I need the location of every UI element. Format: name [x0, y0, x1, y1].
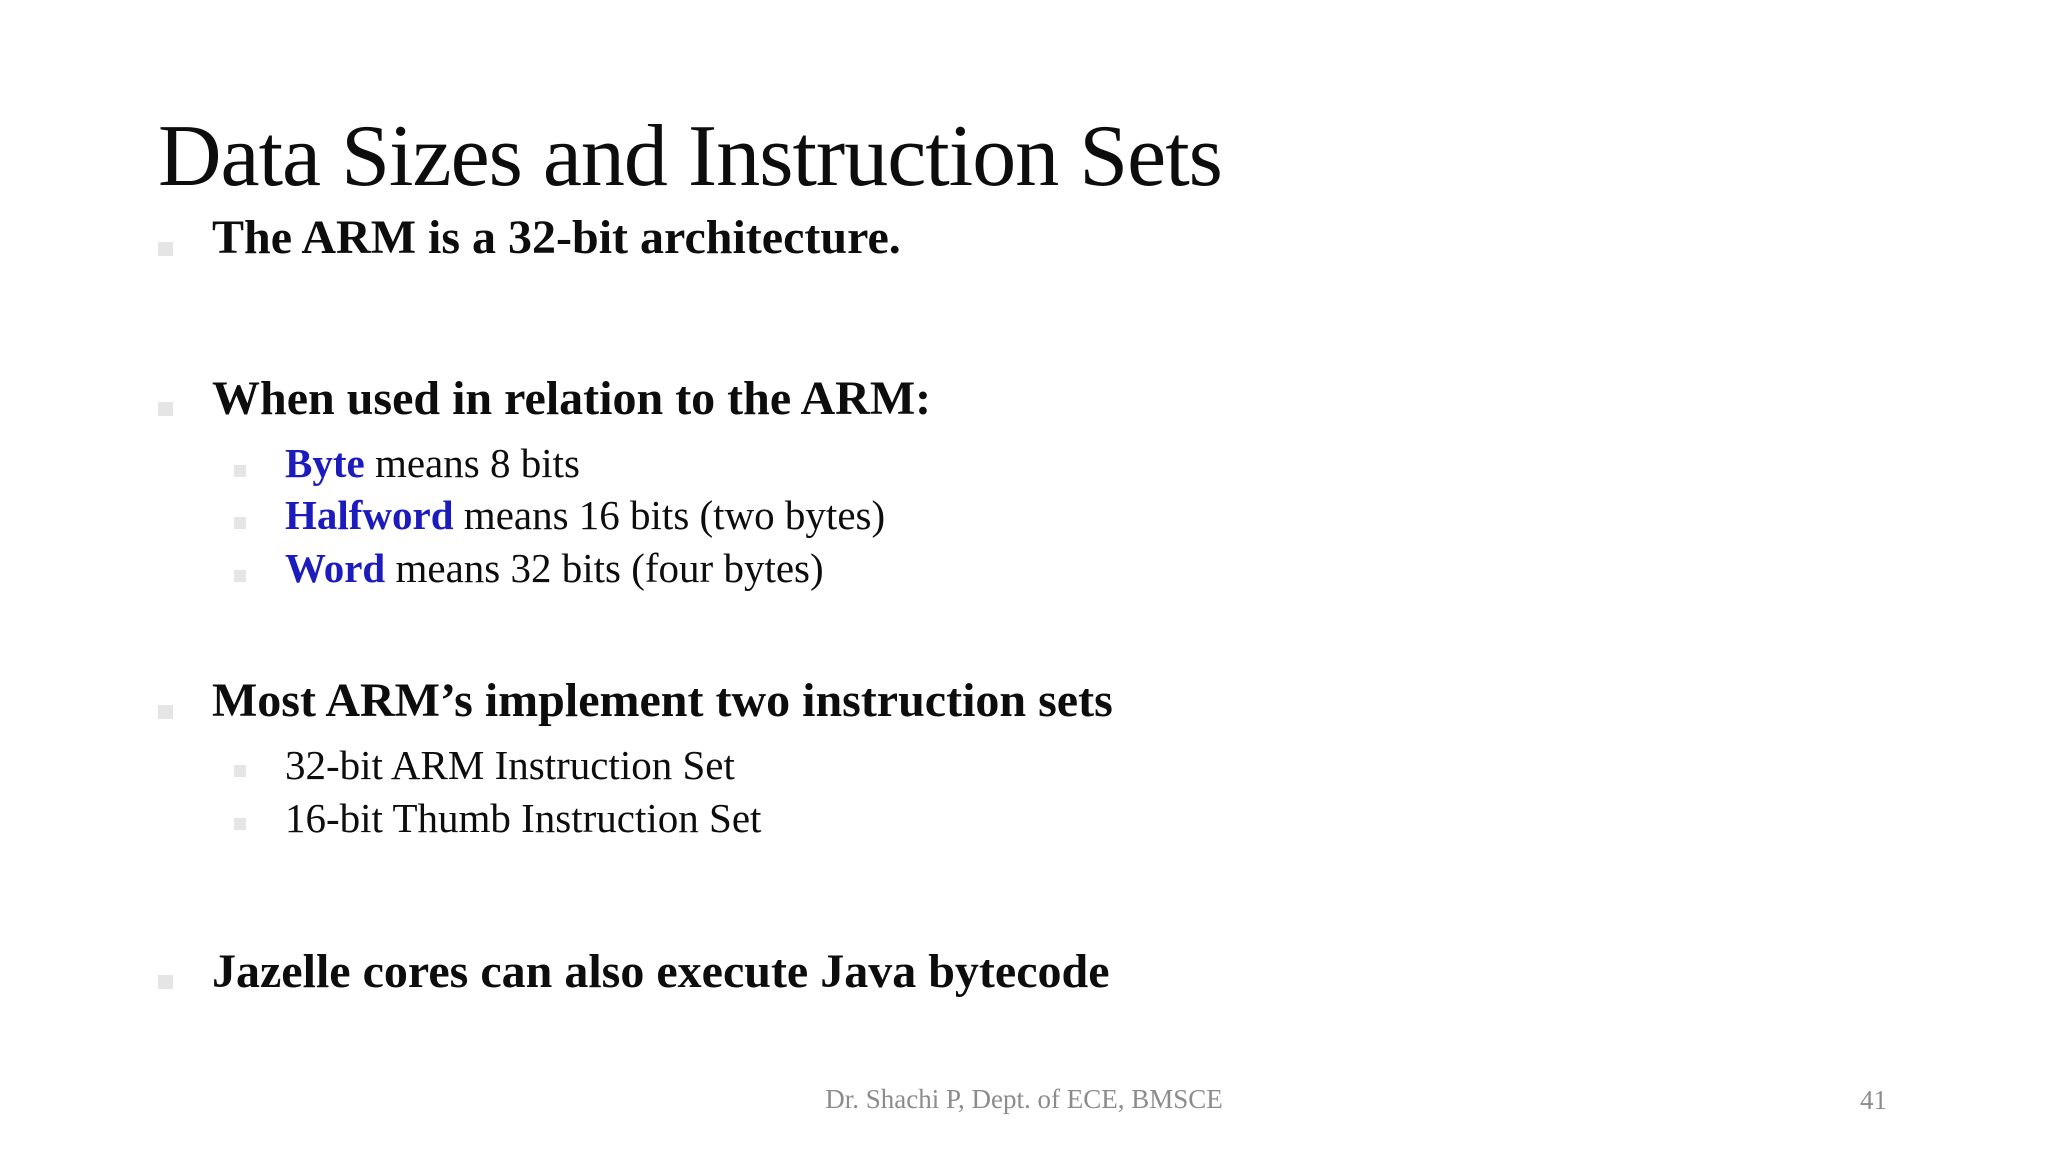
bullet-marker	[234, 818, 246, 830]
sub-bullet-halfword: Halfword means 16 bits (two bytes)	[285, 495, 885, 536]
sub-bullet-arm-instruction-set: 32-bit ARM Instruction Set	[285, 742, 735, 788]
term-word: Word	[285, 545, 386, 591]
footer-credit: Dr. Shachi P, Dept. of ECE, BMSCE	[825, 1084, 1223, 1114]
term-byte-definition: means 8 bits	[364, 440, 580, 486]
term-halfword-definition: means 16 bits (two bytes)	[453, 492, 886, 538]
term-word-definition: means 32 bits (four bytes)	[385, 545, 824, 591]
bullet-marker	[158, 705, 173, 719]
bullet-item-jazelle: Jazelle cores can also execute Java byte…	[212, 945, 1110, 998]
bullet-marker	[234, 570, 246, 582]
bullet-item-arm-architecture: The ARM is a 32-bit architecture.	[212, 211, 901, 264]
bullet-item-when-used: When used in relation to the ARM:	[212, 372, 932, 425]
sub-bullet-byte: Byte means 8 bits	[285, 443, 580, 484]
term-byte: Byte	[285, 440, 365, 486]
bullet-marker	[234, 465, 246, 477]
term-halfword: Halfword	[285, 492, 454, 538]
bullet-item-instruction-sets: Most ARM’s implement two instruction set…	[212, 674, 1113, 727]
sub-bullet-thumb-instruction-set: 16-bit Thumb Instruction Set	[285, 795, 762, 841]
bullet-marker	[158, 402, 173, 416]
sub-bullet-word: Word means 32 bits (four bytes)	[285, 548, 824, 589]
bullet-marker	[234, 765, 246, 777]
bullet-marker	[158, 242, 173, 256]
slide-title: Data Sizes and Instruction Sets	[158, 107, 1223, 205]
bullet-marker	[158, 975, 173, 989]
bullet-marker	[234, 517, 246, 529]
slide-page-number: 41	[1860, 1085, 1887, 1115]
